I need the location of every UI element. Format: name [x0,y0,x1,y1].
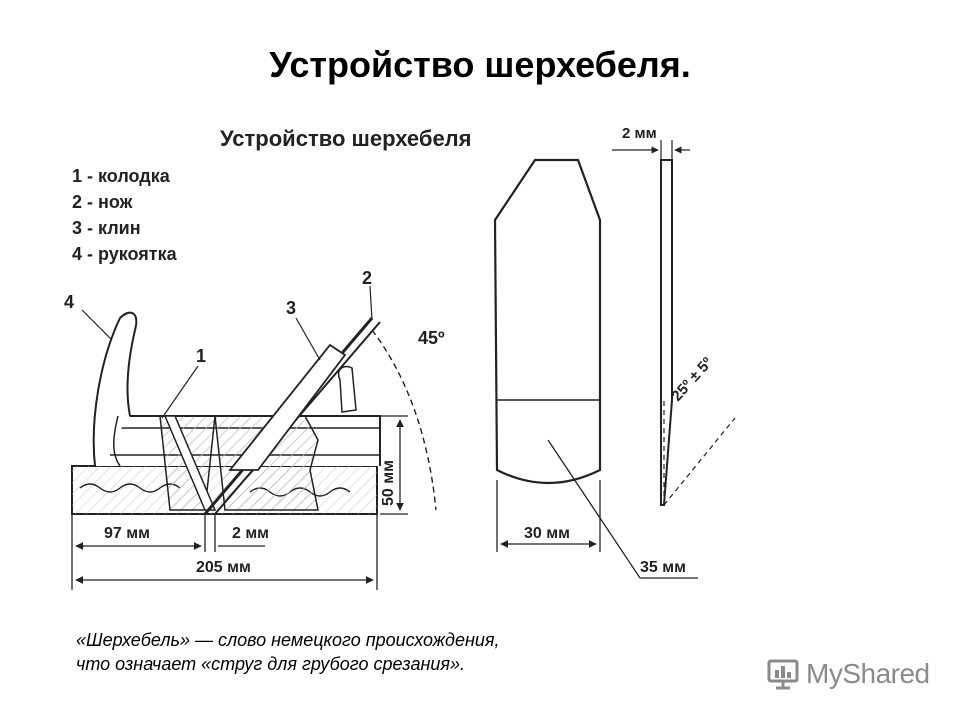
blade-width-label: 30 мм [524,525,570,542]
caption-line: что означает «струг для грубого срезания… [76,654,465,674]
angle-label: 45º [418,328,445,348]
blade-side-view [660,159,673,506]
height-label: 50 мм [380,460,397,506]
callout-4: 4 [64,292,74,312]
plane-diagram: Устройство шерхебеля 1 - колодка 2 - нож… [64,125,736,590]
callout-3: 3 [286,298,296,318]
blade-radius-label: 35 мм [640,559,686,576]
presentation-icon [767,659,799,690]
myshared-logo: MyShared [766,654,930,694]
caption-line: «Шерхебель» — слово немецкого происхожде… [76,630,500,650]
total-length-label: 205 мм [196,559,251,576]
legend-item: 1 - колодка [72,166,171,186]
plane-side-view [71,311,381,515]
legend-item: 4 - рукоятка [72,244,178,264]
blade-thickness-label: 2 мм [622,125,657,142]
caption: «Шерхебель» — слово немецкого происхожде… [76,628,716,676]
blade-front-view [493,158,602,484]
callout-2: 2 [362,268,372,288]
legend-item: 3 - клин [72,218,141,238]
slide-title: Устройство шерхебеля. [269,44,691,85]
mouth-label: 2 мм [232,525,269,542]
bevel-angle-label: 25º ± 5º [668,354,716,405]
legend-item: 2 - нож [72,192,133,212]
diagram-heading: Устройство шерхебеля [220,126,472,151]
logo-text: MyShared [806,658,930,689]
front-length-label: 97 мм [104,525,150,542]
callout-1: 1 [196,346,206,366]
